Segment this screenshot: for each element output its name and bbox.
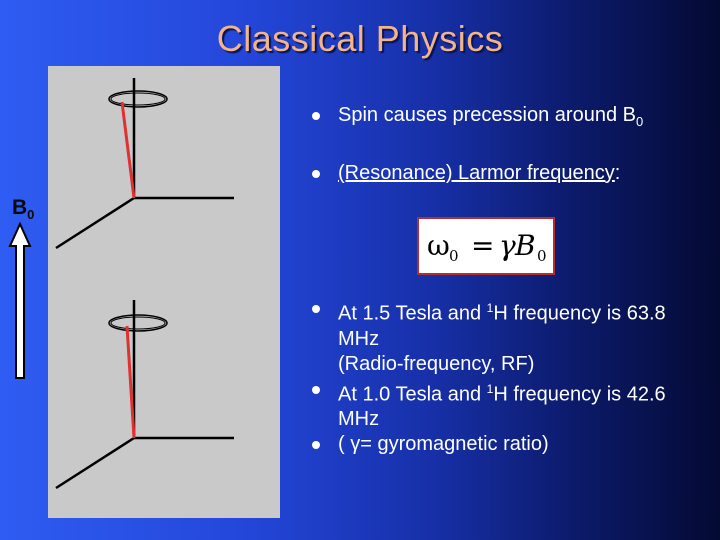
b-subscript: 0	[537, 247, 547, 265]
field-label: B0	[12, 196, 35, 223]
bullet-dot-icon	[312, 305, 320, 313]
lower-precession-orbit	[108, 314, 168, 332]
bullet-dot-icon	[312, 441, 320, 450]
slide-title: Classical Physics	[216, 18, 504, 59]
larmor-equation: ω 0 = γ B 0	[417, 217, 555, 275]
field-arrow-icon	[8, 222, 32, 379]
omega-symbol: ω	[427, 229, 450, 262]
upper-precession-orbit	[108, 90, 168, 108]
lower-axes	[55, 300, 234, 490]
bullet-gamma-def: ( γ= gyromagnetic ratio)	[312, 432, 712, 457]
gamma-symbol: γ	[499, 229, 516, 262]
bullet-precession-text: Spin causes precession around B0	[338, 104, 644, 129]
bullet-10-tesla: At 1.0 Tesla and 1H frequency is 42.6 MH…	[312, 377, 712, 433]
bullet-larmor-text: (Resonance) Larmor frequency:	[338, 162, 621, 184]
upper-axes	[55, 78, 234, 250]
bullet-dot-icon	[312, 170, 320, 178]
frequency-list: At 1.5 Tesla and 1H frequency is 63.8 MH…	[312, 296, 712, 457]
upper-spin-vector	[120, 101, 136, 199]
b-symbol: B	[515, 229, 536, 262]
precession-diagram	[48, 66, 280, 518]
equals-sign: =	[471, 229, 495, 262]
precession-diagram-svg	[55, 78, 234, 490]
omega-subscript: 0	[449, 247, 459, 265]
bullet-rf-note: (Radio-frequency, RF)	[338, 352, 535, 375]
bullet-dot-icon	[312, 385, 320, 394]
bullet-15-tesla: At 1.5 Tesla and 1H frequency is 63.8 MH…	[312, 296, 712, 352]
bullet-dot-icon	[312, 112, 320, 120]
lower-spin-vector	[125, 325, 136, 439]
